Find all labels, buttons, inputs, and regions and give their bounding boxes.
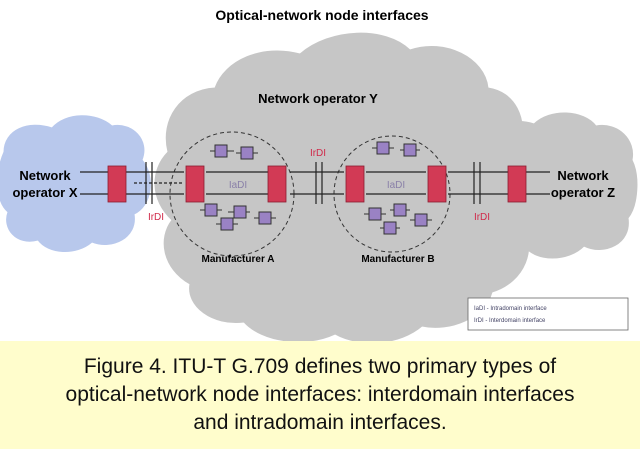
operator-z-label-line1: Network	[557, 168, 609, 183]
iadi-label-a: IaDI	[229, 180, 247, 191]
node-a-2	[236, 146, 258, 160]
cloud-operator-z	[478, 112, 638, 259]
caption-line-2: optical-network node interfaces: interdo…	[65, 383, 575, 406]
interface-box-operator-z	[507, 165, 527, 203]
node-b-4	[390, 203, 410, 217]
caption-line-3: and intradomain interfaces.	[193, 411, 447, 434]
interface-boxes	[107, 165, 527, 203]
caption-line-1: Figure 4. ITU-T G.709 defines two primar…	[83, 355, 557, 378]
manufacturer-a-nodes	[200, 144, 276, 231]
legend-line-irdi: IrDI - Interdomain interface	[474, 318, 546, 324]
node-a-5	[216, 217, 238, 231]
node-b-2	[400, 143, 420, 157]
irdi-label-middle: IrDI	[310, 148, 326, 159]
node-b-1	[372, 141, 394, 155]
diagram-title: Optical-network node interfaces	[215, 7, 428, 23]
manufacturer-a-label: Manufacturer A	[202, 254, 275, 265]
node-a-1	[210, 144, 234, 158]
figure-caption: Figure 4. ITU-T G.709 defines two primar…	[0, 341, 640, 449]
legend: IaDI - Intradomain interface IrDI - Inte…	[467, 297, 629, 331]
interface-box-operator-x	[107, 165, 127, 203]
legend-box	[467, 297, 629, 331]
operator-x-label-line1: Network	[19, 168, 71, 183]
manufacturer-b-label: Manufacturer B	[361, 254, 434, 265]
interface-box-a-right	[267, 165, 287, 203]
operator-x-label-line2: operator X	[12, 185, 77, 200]
manufacturer-b-nodes	[364, 141, 432, 235]
node-a-4	[228, 205, 250, 219]
legend-line-iadi: IaDI - Intradomain interface	[474, 306, 547, 312]
interface-box-b-right	[427, 165, 447, 203]
operator-z-label-line2: operator Z	[551, 185, 615, 200]
node-a-6	[254, 211, 276, 225]
fiber-links	[80, 171, 550, 195]
cloud-operator-y	[154, 32, 536, 344]
irdi-label-left: IrDI	[148, 212, 164, 223]
node-b-3	[364, 207, 386, 221]
link-break-marks	[145, 162, 481, 204]
operator-y-label: Network operator Y	[258, 91, 378, 106]
iadi-label-b: IaDI	[387, 180, 405, 191]
node-a-3	[200, 203, 222, 217]
interface-box-a-left	[185, 165, 205, 203]
irdi-label-right: IrDI	[474, 212, 490, 223]
node-b-5	[380, 221, 400, 235]
cloud-operator-x	[0, 115, 151, 253]
interface-box-b-left	[345, 165, 365, 203]
node-b-6	[410, 213, 432, 227]
